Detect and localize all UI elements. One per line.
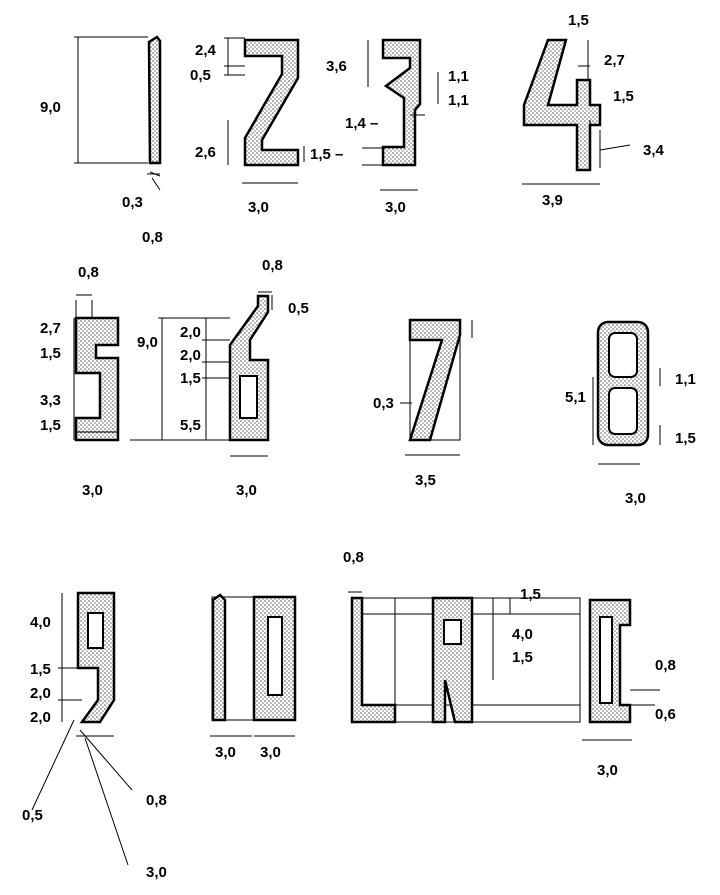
- dim-label: 9,0: [137, 334, 158, 351]
- dim-label: 3,5: [415, 472, 436, 489]
- dim-label: 3,9: [542, 192, 563, 209]
- dim-label: 0,5: [190, 67, 211, 84]
- dim-label: 3,0: [597, 762, 618, 779]
- dim-label: 0,3: [373, 395, 394, 412]
- dim-label: 3,3: [40, 392, 61, 409]
- digit-two-drawing: 2,4 0,5 2,6 1,5 – 3,0: [190, 37, 343, 216]
- digit-three-drawing: 3,6 1,1 1,1 1,4 – 3,0: [326, 38, 469, 216]
- dim-label: 1,4 –: [345, 115, 378, 132]
- digit-six-drawing: 0,8 0,5 2,0 2,0 9,0 1,5 5,5 3,0: [130, 257, 309, 499]
- digit-nine-drawing: 4,0 1,5 2,0 2,0 0,5 0,8 3,0: [22, 591, 167, 881]
- dim-label: 4,0: [30, 614, 51, 631]
- dim-label: 3,0: [625, 490, 646, 507]
- dim-label: 0,8: [655, 657, 676, 674]
- dim-label: 1,5: [568, 12, 589, 29]
- dim-label: 1,5: [30, 661, 51, 678]
- dim-label: 5,5: [180, 417, 201, 434]
- dim-label: 1,5: [675, 430, 696, 447]
- dim-label: 3,0: [236, 482, 257, 499]
- dim-label: 1,5: [613, 88, 634, 105]
- digit-one-drawing: 9,0 0,3 0,8: [40, 35, 163, 246]
- dim-label: 9,0: [40, 99, 61, 116]
- dim-label: 0,6: [655, 706, 676, 723]
- dim-label: 2,7: [604, 52, 625, 69]
- dim-label: 2,0: [30, 685, 51, 702]
- dim-label: 2,4: [195, 42, 217, 59]
- final-stencil-drawing: 0,8 1,5 4,0 1,5 0,8 0,6 3,0: [343, 549, 676, 779]
- dim-label: 1,1: [448, 92, 469, 109]
- dim-label: 2,7: [40, 320, 61, 337]
- dim-label: 1,1: [675, 371, 696, 388]
- dim-label: 1,5: [180, 370, 201, 387]
- dim-label: 2,0: [180, 347, 201, 364]
- dim-label: 3,0: [385, 199, 406, 216]
- dim-label: 3,4: [643, 142, 665, 159]
- number-ten-drawing: 3,0 3,0: [210, 593, 297, 761]
- dim-label: 4,0: [512, 626, 533, 643]
- dim-label: 3,0: [82, 482, 103, 499]
- dim-label: 2,0: [30, 709, 51, 726]
- dim-label: 0,8: [262, 257, 283, 274]
- dim-label: 0,8: [146, 792, 167, 809]
- dim-label: 1,5: [512, 649, 533, 666]
- digit-eight-drawing: 1,1 5,1 1,5 3,0: [565, 320, 696, 507]
- dim-label: 3,0: [146, 864, 167, 881]
- dim-label: 3,0: [248, 199, 269, 216]
- dim-label: 0,8: [78, 264, 99, 281]
- dim-label: 1,5 –: [310, 146, 343, 163]
- dim-label: 1,5: [520, 586, 541, 603]
- dim-label: 0,5: [22, 807, 43, 824]
- dim-label: 2,0: [180, 324, 201, 341]
- digit-seven-drawing: 0,3 3,5: [373, 318, 473, 489]
- dim-label: 0,5: [288, 300, 309, 317]
- dim-label: 3,0: [260, 744, 281, 761]
- dim-label: 0,8: [142, 229, 163, 246]
- dim-label: 3,0: [215, 744, 236, 761]
- dim-label: 1,5: [40, 417, 61, 434]
- dim-label: 1,5: [40, 345, 61, 362]
- dim-label: 0,8: [343, 549, 364, 566]
- dim-label: 2,6: [195, 144, 216, 161]
- dim-label: 5,1: [565, 389, 586, 406]
- dim-label: 1,1: [448, 68, 469, 85]
- digit-five-drawing: 0,8 2,7 1,5 3,3 1,5 3,0: [40, 264, 120, 499]
- dim-label: 0,3: [122, 194, 143, 211]
- dim-label: 3,6: [326, 58, 347, 75]
- digit-four-drawing: 1,5 2,7 1,5 3,4 3,9: [522, 12, 665, 209]
